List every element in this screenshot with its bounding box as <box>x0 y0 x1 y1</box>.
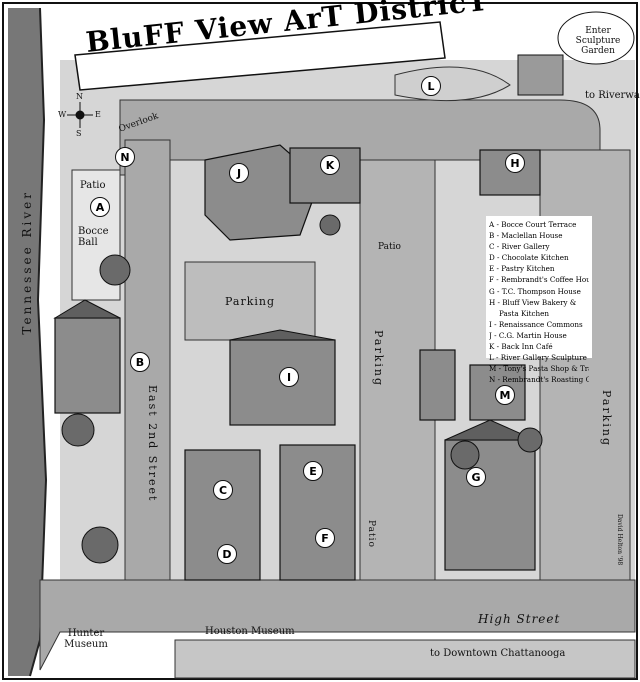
legend-item: F - Rembrandt's Coffee House <box>489 275 589 285</box>
marker-d[interactable]: D <box>217 544 237 564</box>
trees <box>61 214 543 564</box>
marker-b[interactable]: B <box>130 352 150 372</box>
compass-n: N <box>76 92 83 101</box>
artist-signature: David Helton '98 <box>616 514 623 566</box>
lower-lawn <box>174 639 636 679</box>
legend-item: L - River Gallery Sculpture Garden <box>489 353 589 363</box>
river-water <box>8 8 46 676</box>
compass-s: S <box>76 129 82 138</box>
patio-a-label: Patio <box>80 180 106 191</box>
marker-l[interactable]: L <box>421 76 441 96</box>
east-2nd-street-label: East 2nd Street <box>146 385 159 503</box>
legend-item: E - Pastry Kitchen <box>489 264 555 274</box>
parking-lot <box>184 261 316 341</box>
title-banner <box>74 21 446 91</box>
houston-museum-label: Houston Museum <box>205 626 295 637</box>
parking-mid-label: Parking <box>372 330 385 388</box>
marker-n[interactable]: N <box>115 147 135 167</box>
legend-item: A - Bocce Court Terrace <box>489 220 577 229</box>
building-b <box>54 317 121 414</box>
parking-center-label: Parking <box>225 295 276 308</box>
marker-h[interactable]: H <box>505 153 525 173</box>
legend: A - Bocce Court Terrace B - Maclellan Ho… <box>486 216 592 384</box>
compass-w: W <box>58 110 67 119</box>
marker-k[interactable]: K <box>320 155 340 175</box>
legend-item: C - River Gallery <box>489 242 550 252</box>
gazebo <box>517 54 564 96</box>
legend-item: D - Chocolate Kitchen <box>489 253 569 263</box>
compass-rose <box>67 102 93 128</box>
compass-e: E <box>95 110 101 119</box>
legend-item: M - Tony's Pasta Shop & Trattoria <box>489 364 589 374</box>
legend-item: H - Bluff View Bakery & <box>489 297 577 307</box>
bocce-ball-label: Bocce Ball <box>78 226 109 248</box>
legend-item: I - Renaissance Commons <box>489 319 583 329</box>
parking-right-label: Parking <box>600 390 613 448</box>
high-street-label: High Street <box>478 612 561 626</box>
marker-a[interactable]: A <box>90 197 110 217</box>
downtown-label: to Downtown Chattanooga <box>430 648 566 659</box>
patio-k-label: Patio <box>378 242 401 252</box>
marker-e[interactable]: E <box>303 461 323 481</box>
hunter-museum-label: Hunter Museum <box>64 628 108 650</box>
roofs <box>53 299 536 441</box>
marker-g[interactable]: G <box>466 467 486 487</box>
high-street <box>39 579 636 671</box>
river-label: Tennessee River <box>20 190 34 335</box>
enter-garden-label: Enter Sculpture Garden <box>575 26 621 56</box>
legend-item: J - C.G. Martin House <box>489 330 567 340</box>
marker-i[interactable]: I <box>279 367 299 387</box>
building-small <box>419 349 456 421</box>
legend-item: K - Back Inn Café <box>489 342 553 352</box>
legend-item: Pasta Kitchen <box>499 308 550 318</box>
marker-f[interactable]: F <box>315 528 335 548</box>
marker-c[interactable]: C <box>213 480 233 500</box>
patio-f-label: Patio <box>366 520 376 548</box>
buildings <box>54 144 541 581</box>
legend-item: G - T.C. Thompson House <box>489 286 581 296</box>
legend-item: B - Maclellan House <box>489 231 563 241</box>
riverwalk-label: to Riverwalk <box>585 90 640 101</box>
marker-m[interactable]: M <box>495 385 515 405</box>
marker-j[interactable]: J <box>229 163 249 183</box>
legend-item: N - Rembrandt's Roasting Company <box>489 375 589 385</box>
